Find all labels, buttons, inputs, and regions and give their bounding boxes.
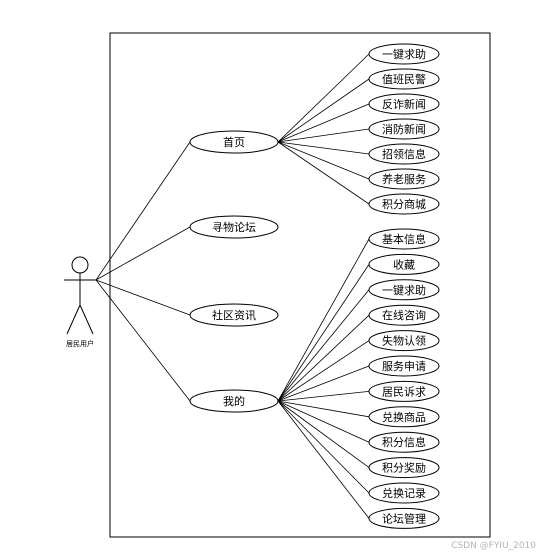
mine-link [277,365,370,402]
mine-usecase: 兑换记录 [368,482,440,504]
mine-usecase-shape [368,431,440,453]
actor-associations [95,141,191,402]
mine-usecase: 兑换商品 [368,406,440,428]
mine-usecase: 一键求助 [368,279,440,301]
mine-link [277,400,370,519]
usecase-mine: 我的 [189,389,279,413]
home-usecase: 一键求助 [368,43,440,65]
home-link [277,53,370,143]
mine-usecase-label: 积分信息 [382,435,426,449]
mine-usecase: 在线咨询 [368,304,440,326]
mine-usecase-shape [368,507,440,529]
home-usecase: 积分商城 [368,193,440,215]
mine-usecase-shape [368,304,440,326]
usecase-news-label: 社区资讯 [212,308,256,322]
usecase-home: 首页 [189,130,279,154]
home-usecase-label: 消防新闻 [382,122,426,136]
mine-usecase-label: 基本信息 [382,232,426,246]
mine-usecase-label: 一键求助 [382,283,426,297]
mine-usecase: 收藏 [368,253,440,275]
home-usecase-shape [368,143,440,165]
mine-usecase-shape [368,330,440,352]
mine-usecase-label: 在线咨询 [382,308,426,322]
mine-link [277,400,370,418]
mine-usecase: 失物认领 [368,330,440,352]
home-usecase-label: 招领信息 [382,147,426,161]
mine-link [277,289,370,402]
home-usecase-label: 积分商城 [382,197,426,211]
usecase-forum-label: 寻物论坛 [212,220,256,234]
home-link [277,141,370,155]
home-usecase-shape [368,118,440,140]
actor-resident [64,256,96,335]
usecase-news: 社区资讯 [189,303,279,327]
mine-usecase-label: 兑换商品 [382,410,426,424]
mine-usecase-label: 失物认领 [382,334,426,348]
mine-link [277,400,370,468]
home-usecase-shape [368,193,440,215]
home-usecase: 招领信息 [368,143,440,165]
home-link [277,128,370,143]
mine-link [277,314,370,402]
home-usecase: 反诈新闻 [368,93,440,115]
mine-usecase: 居民诉求 [368,380,440,402]
mine-usecase-label: 居民诉求 [382,385,426,398]
mine-usecase: 积分信息 [368,431,440,453]
mine-usecase-label: 兑换记录 [382,486,426,500]
home-usecase-shape [368,93,440,115]
home-link [277,103,370,143]
mine-usecase: 积分奖励 [368,457,440,479]
home-usecase-shape [368,43,440,65]
mine-usecase-shape [368,406,440,428]
mine-usecase: 基本信息 [368,228,440,250]
mine-usecases: 基本信息收藏一键求助在线咨询失物认领服务申请居民诉求兑换商品积分信息积分奖励兑换… [368,228,440,529]
mine-usecase: 服务申请 [368,355,440,377]
home-link [277,141,370,205]
mine-usecase-shape [368,253,440,275]
home-usecase-label: 一键求助 [382,47,426,61]
home-usecase: 值班民警 [368,68,440,90]
mine-link [277,238,370,402]
mine-usecase-label: 论坛管理 [382,511,426,525]
watermark: CSDN @FYIU_2010 [451,541,536,551]
actor-label: 居民用户 [66,339,94,348]
mine-link [277,340,370,402]
mine-usecase-shape [368,380,440,402]
usecase-forum: 寻物论坛 [189,215,279,239]
mine-usecase-shape [368,457,440,479]
mine-usecase-label: 收藏 [393,257,415,271]
mine-link [277,400,370,494]
mine-usecase: 论坛管理 [368,507,440,529]
usecase-mine-label: 我的 [223,394,245,408]
mine-usecase-label: 积分奖励 [382,461,426,475]
mine-link [277,400,370,443]
include-links [277,53,370,519]
mine-usecase-shape [368,279,440,301]
mine-usecase-shape [368,228,440,250]
home-usecase-label: 反诈新闻 [382,97,426,111]
mine-usecase-label: 服务申请 [382,360,426,373]
usecase-home-label: 首页 [223,135,245,149]
home-usecase-shape [368,168,440,190]
home-usecase-shape [368,68,440,90]
mine-link [277,391,370,402]
mine-usecase-shape [368,355,440,377]
home-link [277,141,370,180]
home-usecase-label: 值班民警 [382,72,426,86]
home-usecase-label: 养老服务 [382,172,426,186]
home-link [277,78,370,143]
mine-link [277,264,370,402]
home-usecase: 消防新闻 [368,118,440,140]
mine-usecase-shape [368,482,440,504]
home-usecase: 养老服务 [368,168,440,190]
